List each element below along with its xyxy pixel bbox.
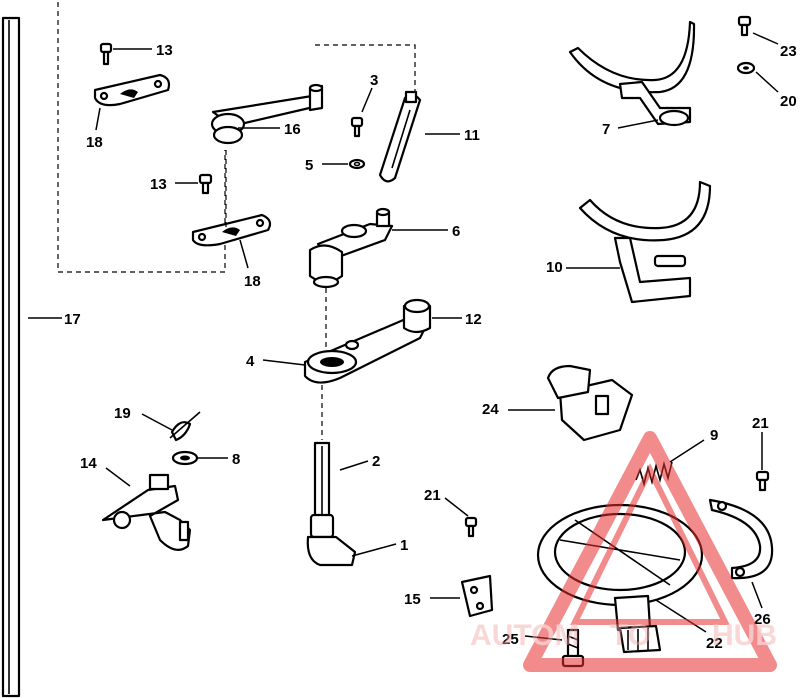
- callout-1: 1: [400, 537, 408, 554]
- callout-20: 20: [780, 93, 797, 110]
- part-23-screw: [737, 15, 752, 37]
- dashed-box-top: [315, 44, 416, 92]
- watermark-text-right: HUB: [712, 619, 777, 652]
- part-21-screw-right: [755, 470, 770, 492]
- part-5-washer: [348, 158, 366, 170]
- callout-21-right: 21: [752, 415, 769, 432]
- part-7-ring-bracket: [568, 20, 696, 127]
- part-8-washer: [171, 450, 199, 466]
- callout-11: 11: [464, 127, 480, 144]
- callout-19: 19: [114, 405, 131, 422]
- callout-18-low: 18: [244, 273, 261, 290]
- part-14-bracket: [101, 473, 192, 551]
- callout-12: 12: [465, 311, 482, 328]
- callout-10: 10: [546, 259, 563, 276]
- part-17-rod: [1, 16, 21, 698]
- watermark-logo: AUTOM TO HUB: [470, 431, 777, 672]
- part-20-washer: [736, 61, 756, 75]
- part-13-screw-top: [99, 42, 113, 66]
- callout-24: 24: [482, 401, 499, 418]
- part-18-bracket-low: [191, 213, 272, 247]
- callout-23: 23: [780, 43, 797, 60]
- callout-21-left: 21: [424, 487, 441, 504]
- callout-5: 5: [305, 157, 313, 174]
- dashed-box: [57, 2, 226, 273]
- leader-lines: [28, 32, 779, 641]
- part-18-bracket-top: [93, 73, 171, 107]
- part-26-arc-clip: [708, 498, 774, 580]
- part-11-link: [378, 90, 422, 183]
- part-19-pin: [169, 411, 201, 442]
- callout-16: 16: [284, 121, 301, 138]
- part-3-screw: [350, 116, 364, 138]
- callout-22: 22: [706, 635, 723, 652]
- callouts: 13 18 16 13 18 3 5 11 6 12 4 2 1 19 8 14…: [64, 42, 797, 652]
- part-21-screw-left: [464, 516, 478, 538]
- watermark-text-left: AUTOM: [470, 619, 579, 652]
- watermark-text-mid: TO: [610, 619, 651, 652]
- callout-2: 2: [372, 453, 380, 470]
- part-1-handle: [306, 513, 357, 567]
- callout-13-top: 13: [156, 42, 173, 59]
- callout-14: 14: [80, 455, 97, 472]
- callout-3: 3: [370, 72, 378, 89]
- callout-6: 6: [452, 223, 460, 240]
- callout-7: 7: [602, 121, 610, 138]
- part-2-shaft: [313, 441, 331, 520]
- callout-13-mid: 13: [150, 176, 167, 193]
- part-16-crank-arm: [210, 83, 324, 145]
- callout-17: 17: [64, 311, 81, 328]
- part-13-screw-mid: [198, 173, 213, 195]
- part-6-crank: [308, 207, 394, 289]
- part-15-clip: [460, 574, 494, 618]
- callout-4: 4: [246, 353, 255, 370]
- part-24-switch: [546, 364, 634, 442]
- callout-15: 15: [404, 591, 421, 608]
- part-10-ring-bracket: [578, 180, 712, 304]
- callout-26: 26: [754, 611, 771, 628]
- callout-8: 8: [232, 451, 240, 468]
- callout-25: 25: [502, 631, 519, 648]
- part-4-lever: [303, 298, 432, 384]
- callout-18-top: 18: [86, 134, 103, 151]
- callout-9: 9: [710, 427, 718, 444]
